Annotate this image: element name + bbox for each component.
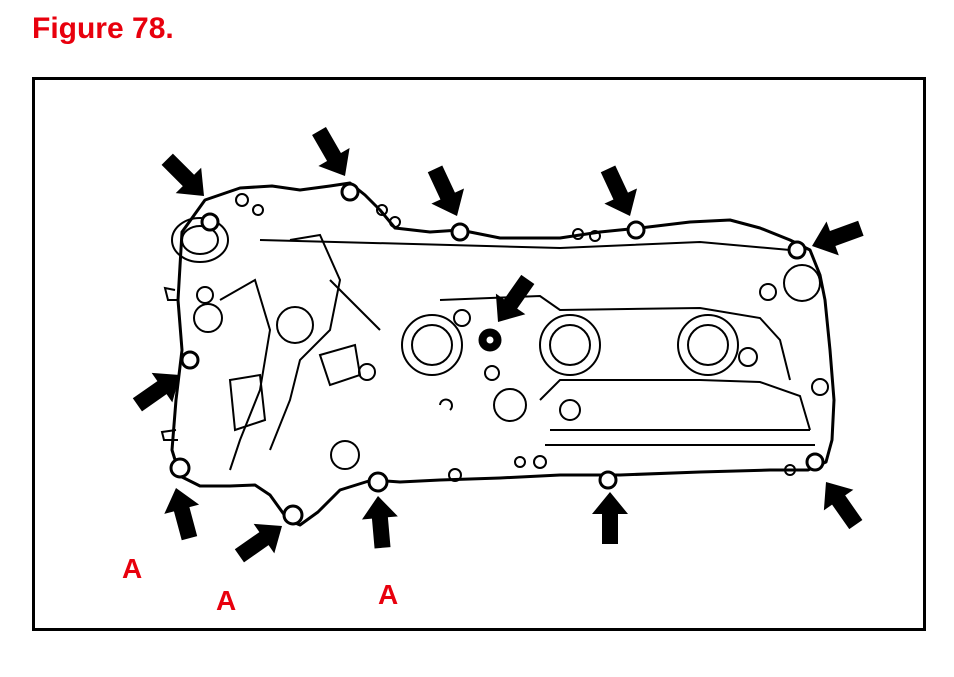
valve-cover-details <box>160 193 829 482</box>
bolt <box>787 240 807 260</box>
callout-a-middle: A <box>216 585 236 616</box>
arrow <box>360 494 401 550</box>
arrow <box>418 161 474 224</box>
bolt <box>282 504 304 526</box>
bolt <box>200 212 220 232</box>
bolt <box>805 452 825 472</box>
bolt <box>626 220 646 240</box>
bolt <box>180 350 200 370</box>
arrow <box>483 269 543 333</box>
diagram-frame <box>32 77 926 631</box>
arrow <box>805 211 868 263</box>
arrow <box>303 121 361 185</box>
figure-title: Figure 78. <box>32 12 174 45</box>
valve-cover-outline <box>170 181 836 527</box>
bolt <box>340 182 360 202</box>
arrow <box>591 161 647 224</box>
arrow <box>158 483 207 543</box>
bolt <box>367 471 389 493</box>
arrow <box>811 471 871 535</box>
bolt <box>450 222 470 242</box>
bolt <box>483 333 497 347</box>
arrow <box>229 511 293 571</box>
callout-a-right: A <box>378 579 398 610</box>
bolt <box>169 457 191 479</box>
bolt-markers <box>169 182 825 526</box>
bolt <box>598 470 618 490</box>
arrow <box>592 492 628 544</box>
callout-a-left: A <box>122 553 142 584</box>
